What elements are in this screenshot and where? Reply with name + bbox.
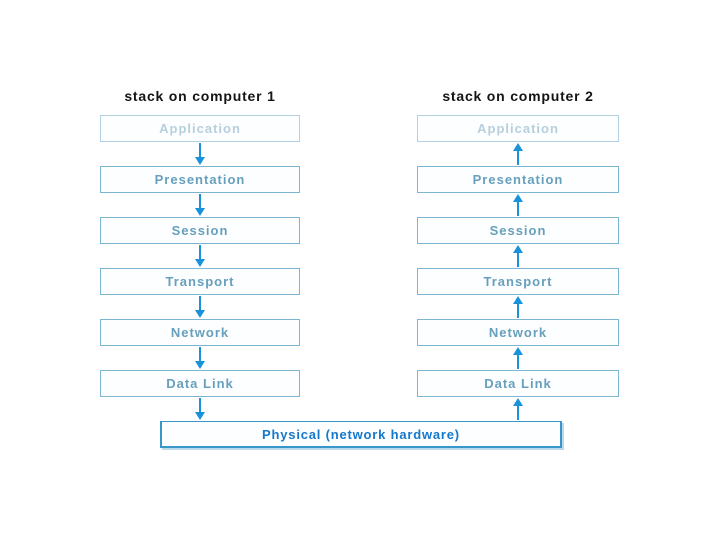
- up-arrow-connector: [511, 245, 525, 267]
- stack2-layer-network: Network: [417, 319, 619, 346]
- stack1-layer-transport: Transport: [100, 268, 300, 295]
- stack2-layer-presentation: Presentation: [417, 166, 619, 193]
- down-arrow-connector: [193, 245, 207, 267]
- stack1-layer-session: Session: [100, 217, 300, 244]
- stack2-layer-session: Session: [417, 217, 619, 244]
- physical-layer-label: Physical (network hardware): [262, 426, 460, 442]
- layer-label: Transport: [483, 274, 553, 289]
- down-arrow-connector: [193, 296, 207, 318]
- stack1-layer-application: Application: [100, 115, 300, 142]
- stack2-layer-transport: Transport: [417, 268, 619, 295]
- stack2-layer-datalink: Data Link: [417, 370, 619, 397]
- layer-label: Network: [170, 325, 230, 340]
- up-arrow-connector: [511, 347, 525, 369]
- stack1-layer-network: Network: [100, 319, 300, 346]
- stack1-layer-presentation: Presentation: [100, 166, 300, 193]
- up-arrow-connector: [511, 398, 525, 420]
- layer-label: Network: [488, 325, 548, 340]
- up-arrow-connector: [511, 143, 525, 165]
- layer-label: Session: [171, 223, 229, 238]
- layer-label: Session: [489, 223, 547, 238]
- layer-label: Data Link: [484, 376, 552, 391]
- stack2-layer-application: Application: [417, 115, 619, 142]
- up-arrow-connector: [511, 194, 525, 216]
- layer-label: Application: [477, 121, 559, 136]
- down-arrow-connector: [193, 143, 207, 165]
- stack-2-title: stack on computer 2: [442, 88, 594, 104]
- layer-label: Transport: [165, 274, 235, 289]
- down-arrow-connector: [193, 398, 207, 420]
- stack-1-title: stack on computer 1: [124, 88, 276, 104]
- stack1-layer-datalink: Data Link: [100, 370, 300, 397]
- down-arrow-connector: [193, 194, 207, 216]
- layer-label: Data Link: [166, 376, 234, 391]
- down-arrow-connector: [193, 347, 207, 369]
- layer-label: Presentation: [154, 172, 246, 187]
- physical-layer-box: Physical (network hardware): [160, 421, 562, 448]
- layer-label: Application: [159, 121, 241, 136]
- layer-label: Presentation: [472, 172, 564, 187]
- up-arrow-connector: [511, 296, 525, 318]
